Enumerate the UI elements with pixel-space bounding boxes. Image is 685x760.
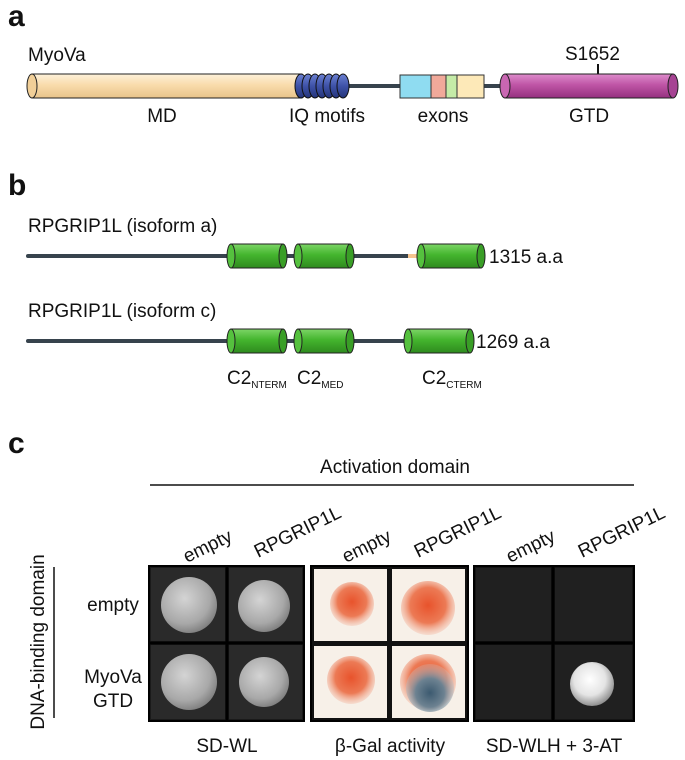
- exons-block: [399, 74, 485, 99]
- isoform-a-track: [26, 243, 486, 269]
- isoform-c-c2-med: [293, 328, 355, 354]
- colony-wl-gtd-empty: [161, 654, 217, 710]
- spot-gal-empty-rpgrip1l: [401, 581, 455, 635]
- isoform-a-c2-cterm: [416, 243, 486, 269]
- activation-domain-header: Activation domain: [320, 457, 470, 478]
- isoform-c-length: 1269 a.a: [476, 332, 550, 353]
- dna-binding-domain-label: DNA-binding domain: [28, 554, 49, 729]
- c2-nterm-label: C2NTERM: [227, 368, 287, 391]
- isoform-a-c2-med: [293, 243, 355, 269]
- isoform-c-c2-nterm: [226, 328, 288, 354]
- col-label-rpgrip1l-1: RPGRIP1L: [251, 502, 345, 562]
- colony-wlh-gtd-rpgrip1l: [570, 662, 614, 706]
- col-label-empty-3: empty: [503, 526, 559, 568]
- panel-a-letter: a: [8, 0, 25, 33]
- condition-sd-wlh-3at: SD-WLH + 3-AT: [486, 736, 623, 757]
- plate-beta-gal: [310, 565, 469, 722]
- isoform-c-c2-cterm: [403, 328, 475, 354]
- iq-motifs: [294, 73, 350, 99]
- row-label-gtd: GTD: [93, 691, 133, 712]
- md-label: MD: [147, 106, 177, 127]
- c2-cterm-label: C2CTERM: [422, 368, 482, 391]
- plate-sd-wl: [148, 565, 305, 722]
- colony-wl-empty-rpgrip1l: [238, 580, 290, 632]
- plate-sd-wlh-3at: [473, 565, 635, 722]
- colony-wl-gtd-rpgrip1l: [239, 657, 289, 707]
- exons-label: exons: [418, 106, 469, 127]
- panel-b-letter: b: [8, 169, 26, 202]
- isoform-c-label: RPGRIP1L (isoform c): [28, 301, 216, 322]
- isoform-c-track: [26, 328, 475, 354]
- condition-sd-wl: SD-WL: [196, 736, 257, 757]
- iq-motifs-label: IQ motifs: [289, 106, 365, 127]
- col-label-rpgrip1l-2: RPGRIP1L: [411, 502, 505, 562]
- gtd-domain: [499, 73, 679, 99]
- isoform-a-label: RPGRIP1L (isoform a): [28, 216, 217, 237]
- isoform-a-length: 1315 a.a: [489, 247, 563, 268]
- gtd-label: GTD: [569, 106, 609, 127]
- s1652-site-label: S1652: [565, 44, 620, 65]
- myova-label: MyoVa: [28, 45, 86, 66]
- row-label-myova: MyoVa: [84, 667, 142, 688]
- col-label-empty-1: empty: [180, 526, 236, 568]
- panel-c-letter: c: [8, 427, 25, 460]
- colony-wl-empty-empty: [161, 577, 217, 633]
- isoform-a-c2-nterm: [226, 243, 288, 269]
- spot-gal-empty-empty: [330, 582, 374, 626]
- spot-gal-gtd-rpgrip1l-blue: [406, 664, 454, 712]
- col-label-empty-2: empty: [339, 526, 395, 568]
- md-domain: [26, 73, 303, 99]
- row-label-empty: empty: [87, 595, 139, 616]
- condition-beta-gal: β-Gal activity: [335, 736, 446, 757]
- col-label-rpgrip1l-3: RPGRIP1L: [575, 502, 669, 562]
- c2-med-label: C2MED: [297, 368, 344, 391]
- spot-gal-gtd-empty: [327, 656, 375, 704]
